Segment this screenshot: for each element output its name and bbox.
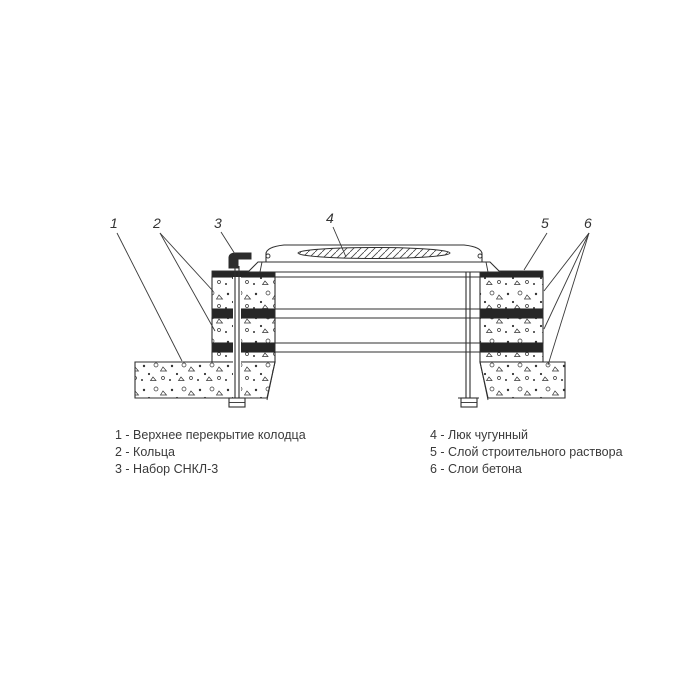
ring-section xyxy=(211,351,276,363)
legend-item-6: 6 - Слои бетона xyxy=(430,462,522,476)
ring-section xyxy=(479,317,544,344)
mortar-layer xyxy=(211,342,276,353)
legend-left-column: 1 - Верхнее перекрытие колодца 2 - Кольц… xyxy=(115,427,306,478)
leader-1 xyxy=(116,232,183,362)
anchor-bolt-right xyxy=(458,272,479,408)
mortar-layer xyxy=(211,308,276,319)
ring-section xyxy=(479,351,544,363)
legend-item-1: 1 - Верхнее перекрытие колодца xyxy=(115,428,306,442)
shaft-wall-right xyxy=(479,361,489,401)
legend-right-column: 4 - Люк чугунный 5 - Слой строительного … xyxy=(430,427,623,478)
leader-6c xyxy=(547,232,590,366)
ring-section xyxy=(211,317,276,344)
leader-4 xyxy=(332,226,347,258)
leader-2b xyxy=(159,232,216,332)
lid-top-hatch xyxy=(297,247,451,259)
callout-number-5: 5 xyxy=(541,215,549,231)
legend-item-4: 4 - Люк чугунный xyxy=(430,428,528,442)
slab-right xyxy=(479,361,566,399)
cover-frame xyxy=(246,261,502,273)
leader-2a xyxy=(159,232,214,292)
mortar-layer xyxy=(479,342,544,353)
legend-item-2: 2 - Кольца xyxy=(115,445,175,459)
slab-left xyxy=(134,361,276,399)
anchor-bolt-left xyxy=(226,266,248,408)
callout-number-4: 4 xyxy=(326,210,334,226)
snkl-clamp xyxy=(228,252,252,269)
ring-section xyxy=(211,276,276,310)
callout-number-3: 3 xyxy=(214,215,222,231)
callout-numbers: 1 2 3 4 5 6 xyxy=(110,210,592,231)
leader-6b xyxy=(543,232,590,330)
legend-item-3: 3 - Набор СНКЛ-3 xyxy=(115,462,219,476)
leader-6a xyxy=(543,232,590,292)
callout-number-1: 1 xyxy=(110,215,118,231)
legend-item-5: 5 - Слой строительного раствора xyxy=(430,445,623,459)
ring-stack-right xyxy=(479,270,544,363)
mortar-layer xyxy=(479,308,544,319)
ring-section xyxy=(479,276,544,310)
leader-5 xyxy=(523,232,548,271)
leader-lines xyxy=(116,226,590,366)
leader-3 xyxy=(220,231,236,255)
shaft-wall-left xyxy=(266,361,276,401)
callout-number-6: 6 xyxy=(584,215,592,231)
manhole-cover xyxy=(228,244,502,273)
top-slab xyxy=(134,361,566,401)
ring-joint-lines xyxy=(274,272,481,362)
callout-number-2: 2 xyxy=(152,215,161,231)
ring-stack-left xyxy=(211,270,276,363)
